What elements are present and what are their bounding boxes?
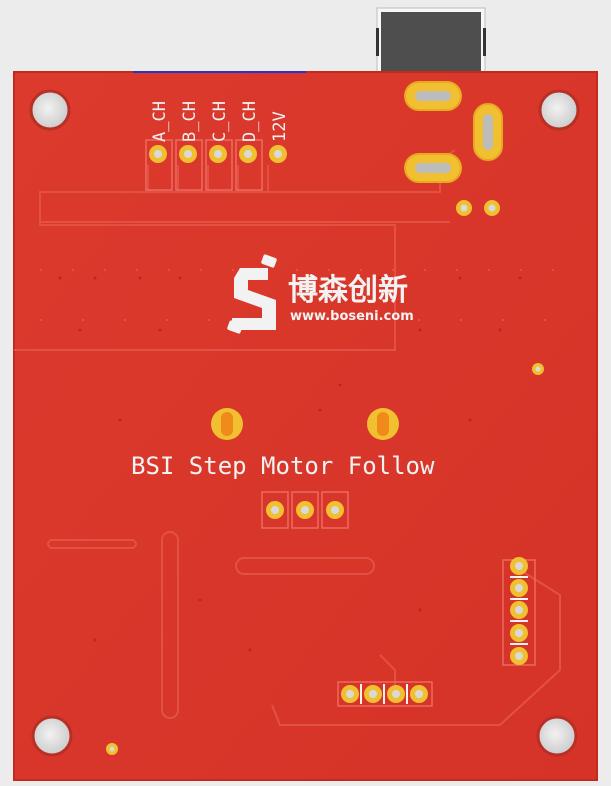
brand-website: www.boseni.com	[290, 309, 414, 324]
pin-label-d: D_CH	[240, 101, 260, 142]
bottom-header-pads	[337, 681, 433, 707]
pin-labels: A_CH B_CH C_CH D_CH 12V	[150, 101, 290, 142]
header-pads-top	[149, 145, 287, 163]
three-pin-pads	[266, 501, 344, 519]
pin-label-12v: 12V	[270, 111, 290, 142]
board-title: BSI Step Motor Follow	[131, 452, 435, 480]
pin-label-b: B_CH	[180, 101, 200, 142]
mounting-hole	[31, 715, 73, 757]
usb-connector	[376, 7, 486, 81]
mounting-hole	[536, 715, 578, 757]
pin-label-a: A_CH	[150, 101, 170, 142]
vertical-header-pads	[510, 557, 528, 665]
brand-logo-mark	[227, 254, 277, 334]
brand-name-chinese: 博森创新	[288, 273, 408, 308]
vias-top-right	[106, 200, 544, 755]
scattered-vias	[58, 276, 522, 652]
usb-shield-pads	[404, 81, 503, 183]
mounting-holes	[29, 89, 580, 757]
large-pads	[211, 408, 399, 440]
mounting-hole	[29, 89, 71, 131]
pcb-board	[13, 71, 598, 781]
mounting-hole	[538, 89, 580, 131]
connector-outline	[145, 139, 536, 666]
pin-label-c: C_CH	[210, 101, 230, 142]
